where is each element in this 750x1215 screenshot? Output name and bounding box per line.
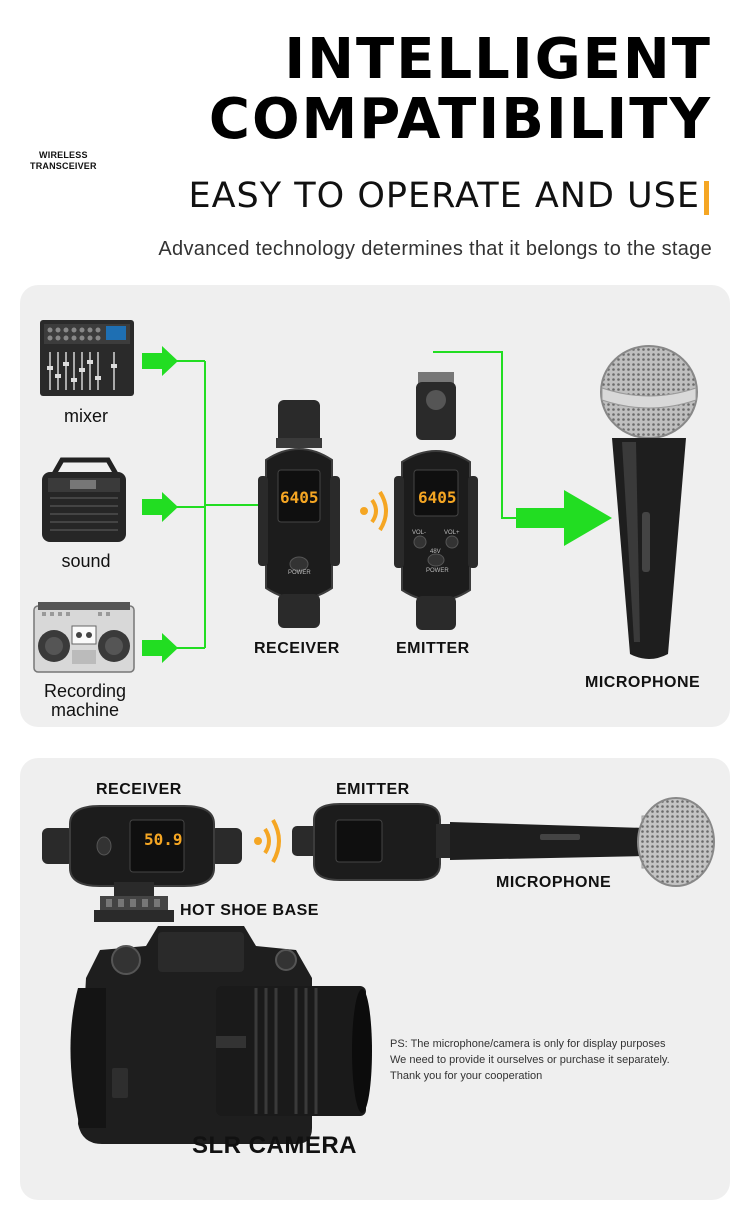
source-label-mixer: mixer xyxy=(64,406,108,426)
note-line-2: We need to provide it ourselves or purch… xyxy=(390,1054,670,1066)
disclaimer-note: PS: The microphone/camera is only for di… xyxy=(390,1036,720,1084)
speaker-icon xyxy=(42,457,126,542)
wireless-signal-icon xyxy=(360,490,388,532)
mixer-icon xyxy=(40,320,134,396)
camera-label: SLR CAMERA xyxy=(192,1132,357,1159)
microphone-icon xyxy=(600,345,698,659)
microphone-label: MICROPHONE xyxy=(585,674,701,691)
accent-bar xyxy=(704,181,709,215)
source-label-recorder: Recording machine xyxy=(43,681,127,720)
receiver-power-label: POWER xyxy=(288,570,311,576)
brand-mark: WIRELESS TRANSCEIVER xyxy=(30,150,97,172)
emitter-vol-plus: VOL+ xyxy=(444,530,460,536)
emitter-label: EMITTER xyxy=(396,640,470,657)
note-line-1: PS: The microphone/camera is only for di… xyxy=(390,1038,666,1050)
camera-wireless-signal-icon xyxy=(254,819,281,863)
camera-receiver-label: RECEIVER xyxy=(96,781,182,798)
signal-paths xyxy=(142,346,612,663)
emitter-vol-minus: VOL- xyxy=(412,530,427,536)
note-line-3: Thank you for your cooperation xyxy=(390,1070,543,1082)
camera-emitter-microphone-icon xyxy=(292,797,715,887)
emitter-power-label: POWER xyxy=(426,568,449,574)
emitter-phantom-label: 48V xyxy=(430,549,441,555)
title-line-1: INTELLIGENT xyxy=(284,27,712,92)
page-subtitle: EASY TO OPERATE AND USE xyxy=(188,176,700,216)
camera-receiver-device-icon xyxy=(42,805,242,887)
hot-shoe-label: HOT SHOE BASE xyxy=(180,902,319,919)
receiver-display: 6405 xyxy=(280,488,319,507)
brand-line-1: WIRELESS xyxy=(39,150,88,160)
hot-shoe-base-icon xyxy=(94,882,174,922)
camera-emitter-label: EMITTER xyxy=(336,781,410,798)
radio-icon xyxy=(33,602,135,673)
camera-receiver-display: 50.9 xyxy=(144,830,183,849)
emitter-display: 6405 xyxy=(418,488,457,507)
source-label-sound: sound xyxy=(61,551,111,571)
slr-camera-icon xyxy=(70,926,372,1144)
page-title: INTELLIGENT COMPATIBILITY xyxy=(209,30,712,150)
brand-line-2: TRANSCEIVER xyxy=(30,161,97,171)
emitter-device-icon xyxy=(394,372,478,630)
receiver-label: RECEIVER xyxy=(254,640,340,657)
camera-microphone-label: MICROPHONE xyxy=(496,874,612,891)
title-line-2: COMPATIBILITY xyxy=(208,87,712,152)
receiver-device-icon xyxy=(258,400,340,628)
tagline: Advanced technology determines that it b… xyxy=(158,238,712,260)
